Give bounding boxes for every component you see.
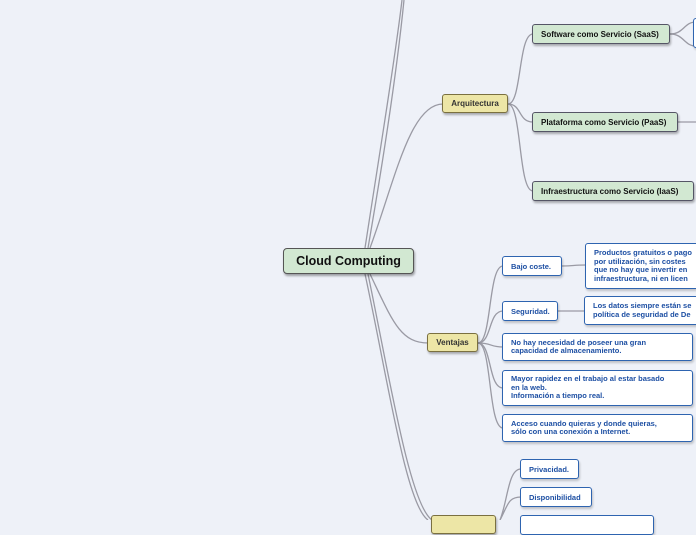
root-node[interactable]: Cloud Computing [283, 248, 414, 274]
node-acceso[interactable]: Acceso cuando quieras y donde quieras, s… [502, 414, 693, 442]
category-desventajas[interactable] [431, 515, 496, 534]
node-saas[interactable]: Software como Servicio (SaaS) [532, 24, 670, 44]
category-ventajas[interactable]: Ventajas [427, 333, 478, 352]
node-privacidad[interactable]: Privacidad. [520, 459, 579, 479]
saas-detail-offscreen[interactable] [693, 18, 696, 48]
node-seguridad[interactable]: Seguridad. [502, 301, 558, 321]
node-desventaja-offscreen[interactable] [520, 515, 654, 535]
node-iaas[interactable]: Infraestructura como Servicio (IaaS) [532, 181, 694, 201]
category-arquitectura[interactable]: Arquitectura [442, 94, 508, 113]
node-rapidez[interactable]: Mayor rapidez en el trabajo al estar bas… [502, 370, 693, 406]
node-bajo-coste-detail[interactable]: Productos gratuitos o pago por utilizaci… [585, 243, 696, 289]
node-paas[interactable]: Plataforma como Servicio (PaaS) [532, 112, 678, 132]
node-almacenamiento[interactable]: No hay necesidad de poseer una gran capa… [502, 333, 693, 361]
node-disponibilidad[interactable]: Disponibilidad [520, 487, 592, 507]
node-seguridad-detail[interactable]: Los datos siempre están se política de s… [584, 296, 696, 325]
node-bajo-coste[interactable]: Bajo coste. [502, 256, 562, 276]
connector-lines [364, 0, 696, 520]
